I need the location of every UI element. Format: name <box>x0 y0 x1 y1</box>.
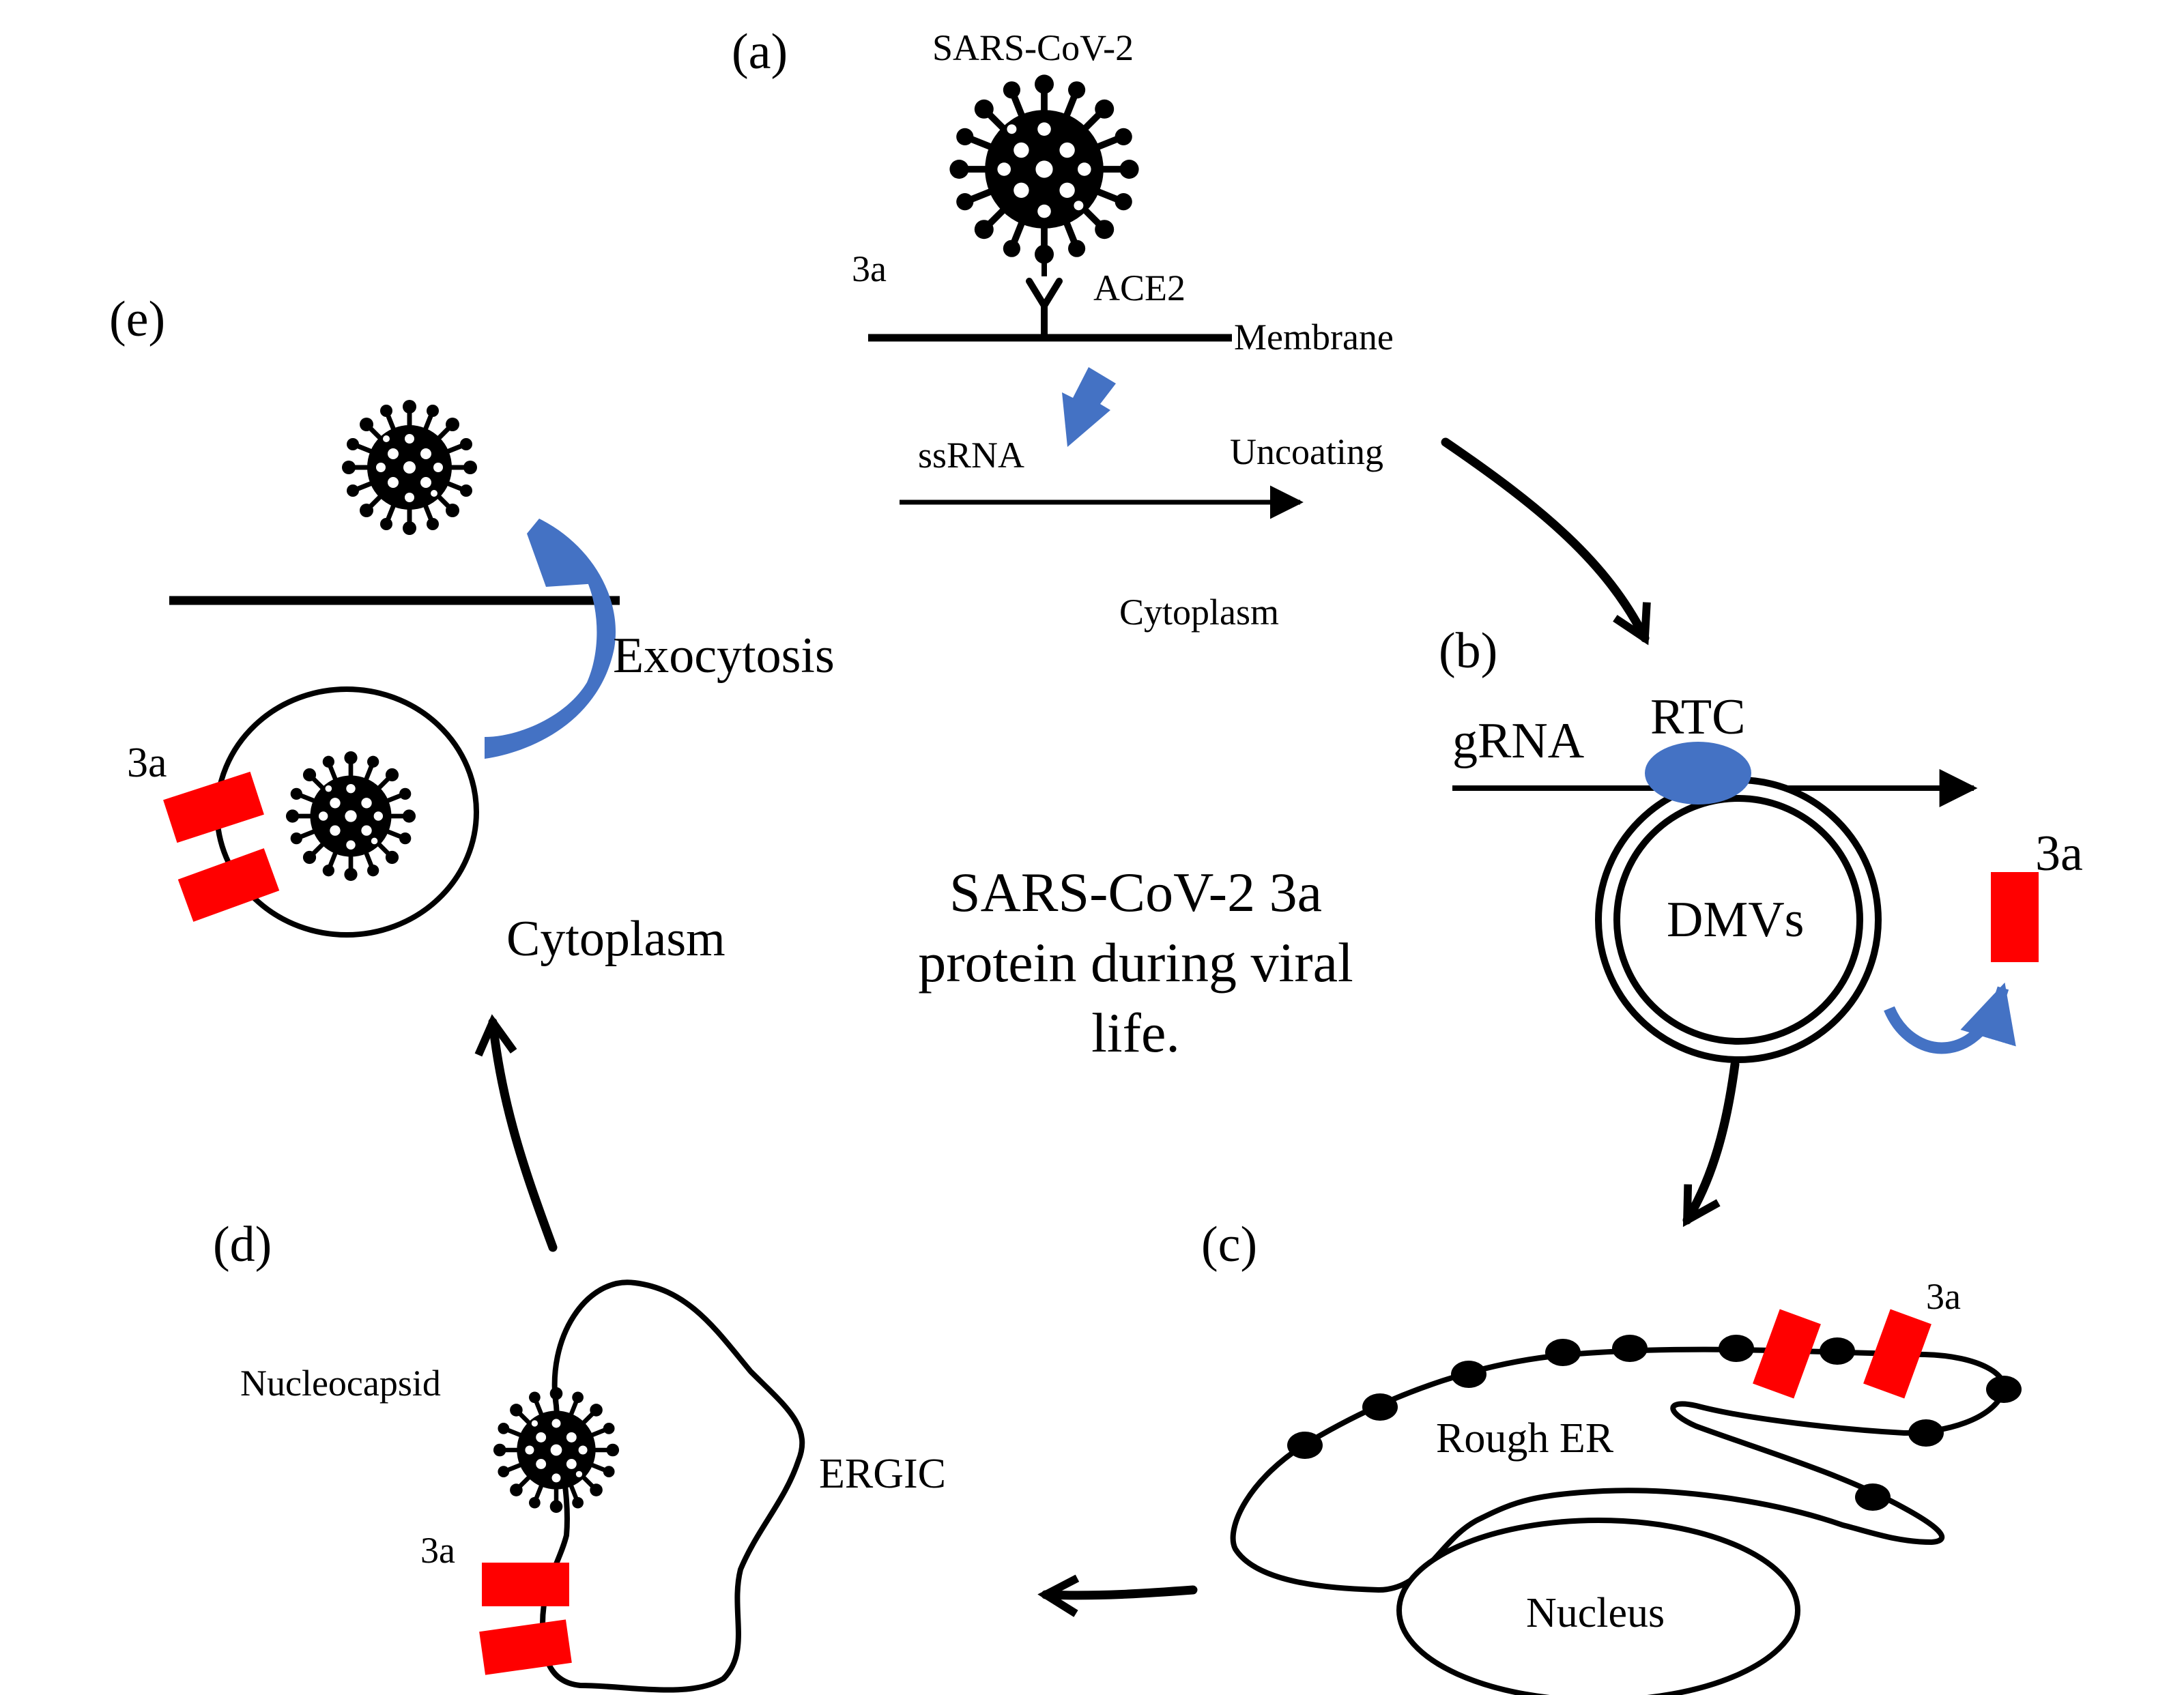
rough-er-label: Rough ER <box>1436 1415 1614 1462</box>
ribosome-dot-icon <box>1451 1361 1486 1388</box>
ribosome-dot-icon <box>1908 1419 1944 1447</box>
panel-e: (e) Exocytosis 3a Cytoplasm <box>109 291 835 967</box>
nucleus <box>1396 1518 1800 1695</box>
title-line-2: protein during viral <box>918 931 1353 994</box>
protein-3a-label-d: 3a <box>420 1530 455 1571</box>
ace2-label: ACE2 <box>1093 267 1186 308</box>
ribosome-dot-icon <box>1986 1376 2022 1403</box>
title-line-3: life. <box>1091 1002 1180 1064</box>
ribosome-dots <box>1287 1335 2022 1511</box>
exocytosis-curved-arrow-icon <box>485 519 616 759</box>
exocytosis-label: Exocytosis <box>613 628 835 684</box>
protein-3a-d-2 <box>479 1619 572 1675</box>
protein-3a-b <box>1991 872 2039 962</box>
ergic-membrane <box>539 1279 805 1693</box>
virus-icon <box>949 74 1138 263</box>
arrow-c-to-d <box>1037 1574 1198 1617</box>
virus-label: SARS-CoV-2 <box>932 27 1134 68</box>
ribosome-dot-icon <box>1820 1337 1855 1365</box>
dmv-inner-membrane <box>1613 795 1863 1045</box>
cytoplasm-label-a: Cytoplasm <box>1119 592 1279 633</box>
grna-label: gRNA <box>1452 713 1584 769</box>
protein-3a-c-1 <box>1753 1309 1821 1399</box>
membrane-label: Membrane <box>1234 317 1394 358</box>
ribosome-dot-icon <box>1855 1483 1891 1511</box>
released-virus-icon <box>342 400 477 535</box>
title-line-1: SARS-CoV-2 3a <box>949 861 1322 923</box>
cycle-arrows <box>474 437 1740 1617</box>
panel-e-tag: (e) <box>109 291 165 347</box>
arrow-b-to-c <box>1682 1060 1740 1228</box>
ribosome-dot-icon <box>1362 1393 1398 1421</box>
cytoplasm-label-e: Cytoplasm <box>506 911 725 967</box>
protein-3a-d-1 <box>482 1563 569 1606</box>
protein-3a-label-c: 3a <box>1926 1276 1961 1317</box>
ergic-label: ERGIC <box>819 1451 946 1497</box>
panel-d-tag: (d) <box>213 1217 272 1273</box>
panel-c-tag: (c) <box>1201 1217 1257 1273</box>
ribosome-dot-icon <box>1612 1335 1648 1362</box>
diagram-title: SARS-CoV-2 3a protein during viral life. <box>918 861 1353 1064</box>
panel-a-tag: (a) <box>732 24 788 80</box>
protein-3a-label-b: 3a <box>2035 826 2083 882</box>
panel-a: (a) SARS-CoV-2 3a ACE2 Membrane ssRNA Un… <box>732 24 1394 633</box>
panel-c: (c) Nucleus Rough ER 3a <box>1201 1217 2022 1695</box>
protein-3a-label-a: 3a <box>852 248 887 289</box>
nucleus-label: Nucleus <box>1526 1590 1665 1636</box>
dmvs-label: DMVs <box>1667 892 1804 948</box>
ribosome-dot-icon <box>1719 1335 1754 1362</box>
ribosome-dot-icon <box>1545 1339 1581 1366</box>
protein-3a-e-2 <box>177 848 280 922</box>
uncoating-label: Uncoating <box>1230 431 1383 472</box>
panel-b: (b) gRNA RTC DMVs 3a <box>1439 623 2083 1063</box>
arrow-d-to-e <box>474 1014 558 1252</box>
ribosome-dot-icon <box>1287 1432 1323 1459</box>
protein-3a-e-1 <box>163 771 264 843</box>
panel-b-tag: (b) <box>1439 623 1497 679</box>
panel-d: (d) Nucleocapsid ERGIC 3a <box>213 1217 946 1693</box>
nucleocapsid-label: Nucleocapsid <box>240 1363 441 1404</box>
rtc-complex <box>1645 742 1751 805</box>
ace2-receptor-icon <box>1026 278 1063 339</box>
vesicle-virus-icon <box>286 751 416 881</box>
entry-arrow-icon <box>1062 367 1116 447</box>
protein-3a-c-2 <box>1863 1309 1931 1399</box>
protein-3a-label-e: 3a <box>127 740 167 786</box>
arrow-a-to-b <box>1441 437 1651 646</box>
ssrna-label: ssRNA <box>918 435 1024 476</box>
nucleocapsid-virus-icon <box>493 1387 619 1513</box>
translation-curved-arrow-icon <box>1884 982 2016 1054</box>
rtc-label: RTC <box>1650 689 1745 745</box>
